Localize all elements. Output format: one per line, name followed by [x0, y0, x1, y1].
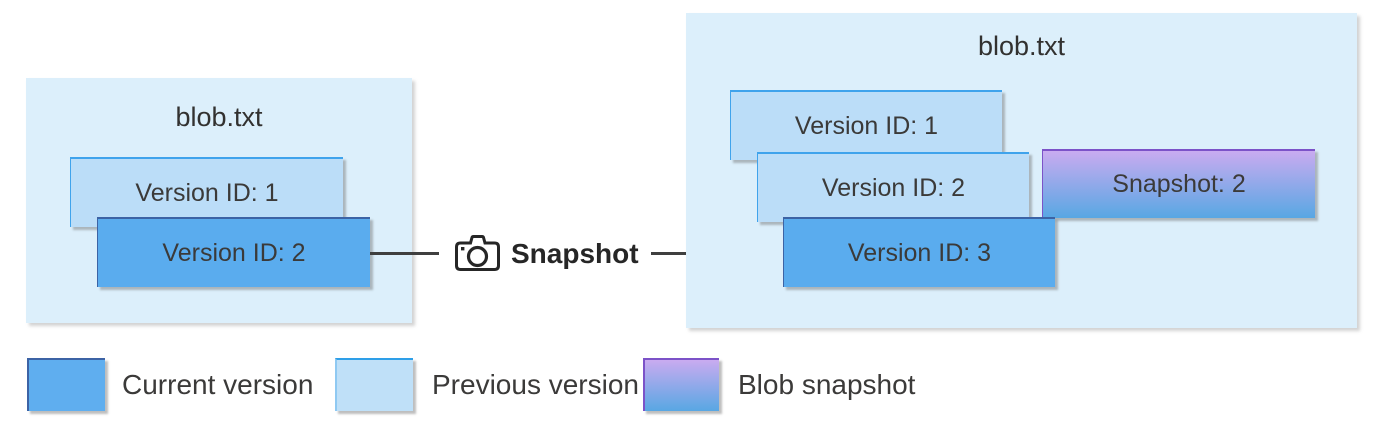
left-version-1-box: Version ID: 1	[70, 157, 343, 227]
right-blob-panel: blob.txt Version ID: 1 Version ID: 2 Sna…	[686, 13, 1357, 328]
right-version-2-box: Version ID: 2	[757, 152, 1029, 222]
legend-label-previous-version: Previous version	[432, 369, 639, 400]
snapshot-2-label: Snapshot: 2	[1112, 170, 1246, 198]
connector-line-left	[370, 252, 439, 255]
left-panel-title: blob.txt	[175, 102, 263, 132]
camera-icon	[455, 235, 500, 271]
legend-swatch-current-version	[27, 358, 105, 411]
legend-swatch-blob-snapshot	[643, 358, 719, 411]
left-version-1-label: Version ID: 1	[135, 178, 279, 207]
right-version-3-label: Version ID: 3	[847, 238, 992, 267]
right-version-1-box: Version ID: 1	[730, 90, 1002, 160]
legend-label-current-version: Current version	[122, 369, 314, 400]
legend-label-blob-snapshot: Blob snapshot	[738, 369, 916, 400]
right-version-3-box: Version ID: 3	[783, 217, 1055, 287]
left-version-2-label: Version ID: 2	[162, 238, 306, 267]
right-version-1-label: Version ID: 1	[794, 111, 939, 140]
snapshot-2-box: Snapshot: 2	[1042, 149, 1315, 218]
legend-swatch-previous-version	[335, 358, 413, 411]
left-blob-panel: blob.txt Version ID: 1 Version ID: 2	[26, 78, 412, 323]
right-panel-title: blob.txt	[977, 31, 1066, 61]
right-version-2-label: Version ID: 2	[821, 173, 966, 202]
left-version-2-box: Version ID: 2	[97, 217, 370, 287]
snapshot-connector-label: Snapshot	[511, 238, 639, 269]
